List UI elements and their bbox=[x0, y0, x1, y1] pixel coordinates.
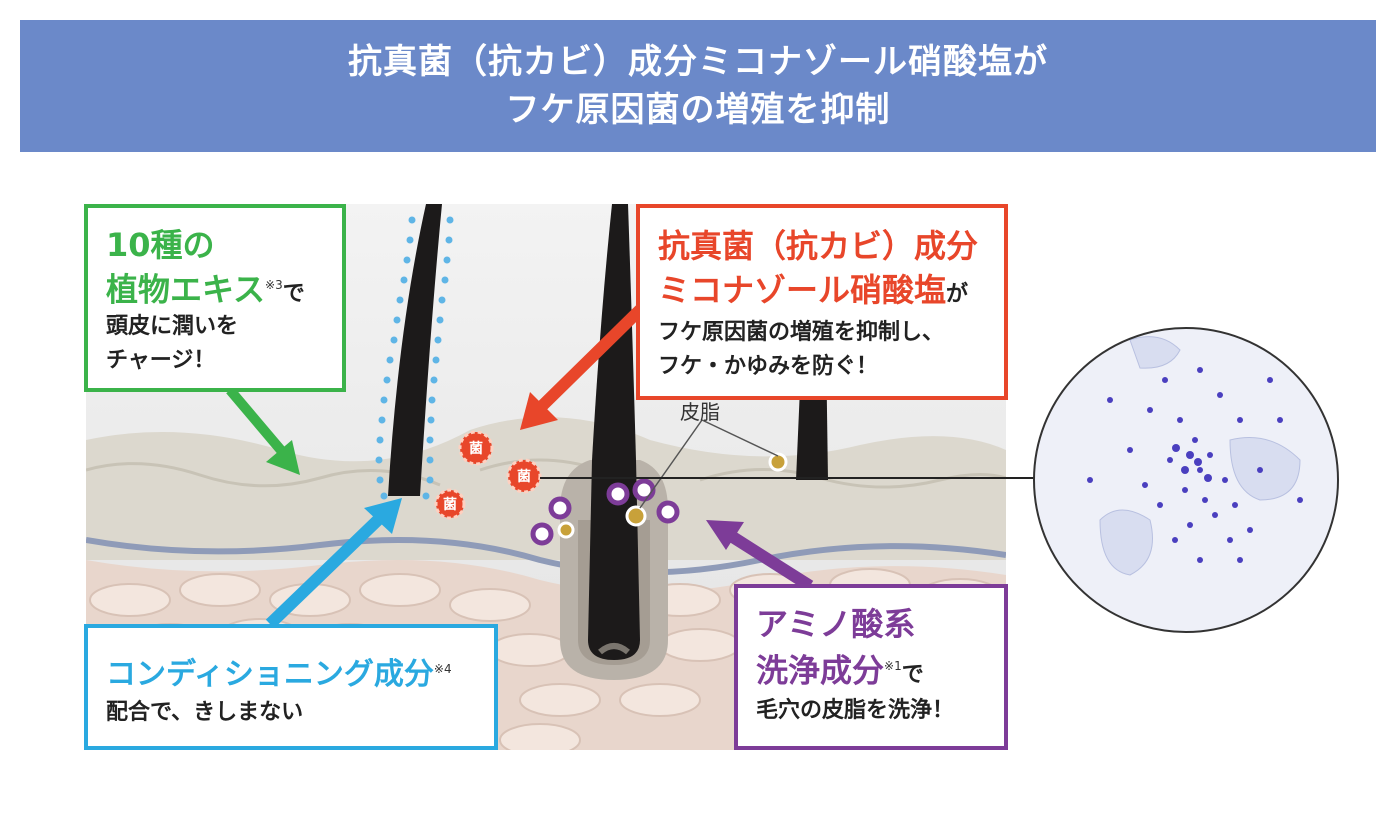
purple-suffix: で bbox=[901, 662, 924, 688]
bacteria-label-2: 菌 bbox=[517, 468, 531, 485]
purple-note: ※1 bbox=[884, 659, 902, 673]
red-suffix: が bbox=[946, 282, 969, 307]
red-arrow bbox=[520, 295, 655, 430]
red-line-3: フケ原因菌の増殖を抑制し、 bbox=[658, 320, 945, 345]
bacteria-label-1: 菌 bbox=[469, 440, 483, 457]
blue-line-1: コンディショニング成分※4 bbox=[106, 650, 452, 694]
green-line-2: 植物エキス※3で bbox=[106, 266, 305, 314]
microscope-view bbox=[1033, 327, 1339, 633]
red-line-1: 抗真菌（抗カビ）成分 bbox=[658, 227, 979, 265]
callout-conditioning: コンディショニング成分※4 配合で、きしまない bbox=[84, 624, 498, 750]
bacteria-icons bbox=[434, 430, 542, 520]
title-banner: 抗真菌（抗カビ）成分ミコナゾール硝酸塩が フケ原因菌の増殖を抑制 bbox=[20, 20, 1376, 152]
green-suffix: で bbox=[282, 281, 305, 307]
title-line-2: フケ原因菌の増殖を抑制 bbox=[505, 90, 891, 130]
purple-arrow bbox=[706, 520, 814, 592]
callout-plant-extracts: 10種の 植物エキス※3で 頭皮に潤いを チャージ！ bbox=[84, 204, 346, 392]
purple-line-2-text: 洗浄成分 bbox=[756, 651, 885, 690]
red-line-2: ミコナゾール硝酸塩が bbox=[658, 270, 968, 315]
callout-antifungal: 抗真菌（抗カビ）成分 ミコナゾール硝酸塩が フケ原因菌の増殖を抑制し、 フケ・か… bbox=[636, 204, 1008, 400]
red-line-2-text: ミコナゾール硝酸塩 bbox=[658, 271, 947, 309]
purple-line-2: 洗浄成分※1で bbox=[756, 646, 924, 696]
bacteria-label-3: 菌 bbox=[443, 496, 457, 513]
sebum-label: 皮脂 bbox=[680, 400, 720, 424]
callout-amino-cleanser: アミノ酸系 洗浄成分※1で 毛穴の皮脂を洗浄！ bbox=[734, 584, 1008, 750]
green-line-1: 10種の bbox=[106, 226, 215, 264]
sebum-particles bbox=[557, 452, 788, 539]
blue-arrow bbox=[265, 498, 402, 629]
red-line-4: フケ・かゆみを防ぐ！ bbox=[658, 354, 879, 379]
title-line-1: 抗真菌（抗カビ）成分ミコナゾール硝酸塩が bbox=[348, 42, 1048, 82]
green-note: ※3 bbox=[265, 278, 283, 292]
purple-line-1: アミノ酸系 bbox=[756, 605, 916, 643]
blue-line-2: 配合で、きしまない bbox=[106, 700, 304, 725]
blue-note: ※4 bbox=[433, 662, 452, 676]
purple-line-3: 毛穴の皮脂を洗浄！ bbox=[756, 698, 955, 723]
green-arrow bbox=[226, 386, 300, 475]
blue-line-1-text: コンディショニング成分 bbox=[106, 657, 434, 692]
green-line-4: チャージ！ bbox=[106, 348, 216, 373]
green-line-2-text: 植物エキス bbox=[106, 270, 266, 309]
cleansing-particles bbox=[530, 478, 680, 546]
green-line-3: 頭皮に潤いを bbox=[106, 314, 239, 339]
